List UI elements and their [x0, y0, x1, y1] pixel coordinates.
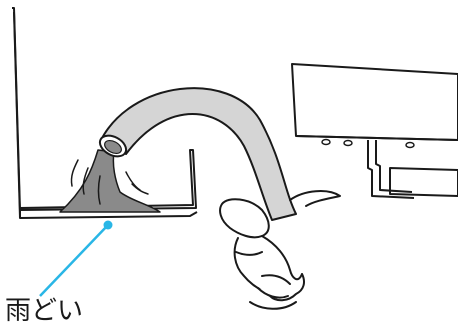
appliance-bracket — [367, 140, 458, 199]
gutter-basin — [12, 7, 198, 219]
hand-illustration — [219, 190, 341, 310]
water-stream — [59, 149, 161, 213]
water-drip-lines — [70, 159, 149, 205]
gutter-callout-dot — [103, 220, 113, 230]
appliance-body — [291, 63, 458, 141]
drain-hose — [99, 87, 297, 221]
gutter-label: 雨どい — [5, 296, 84, 326]
hose-mouth-inner — [104, 139, 122, 155]
appliance-screws — [321, 138, 415, 149]
gutter-callout-line — [39, 224, 109, 297]
